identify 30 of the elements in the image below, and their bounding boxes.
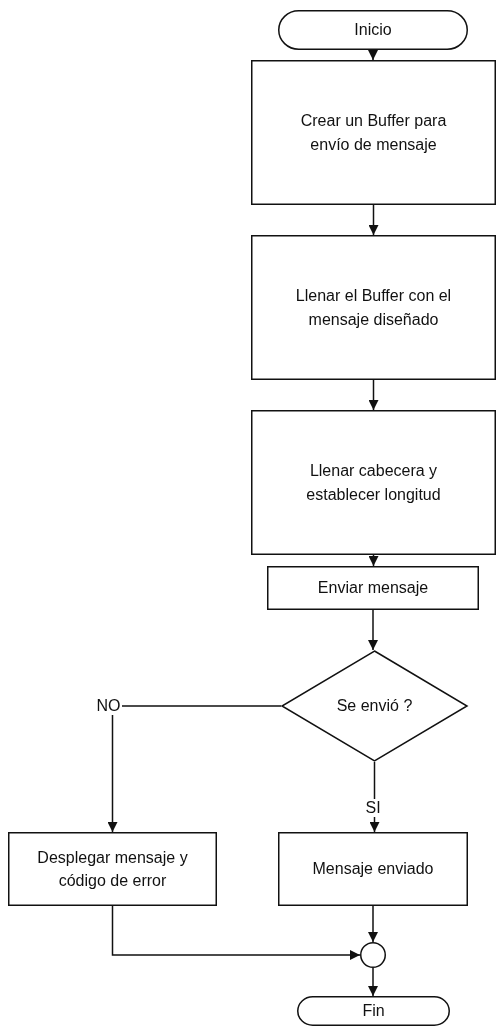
node-label: Llenar el Buffer con el mensaje diseñado xyxy=(294,286,453,330)
node-label: Se envió ? xyxy=(336,696,413,717)
process-box xyxy=(251,60,496,205)
arrow xyxy=(368,554,379,567)
edge-label: SI xyxy=(364,799,382,817)
node-label: Fin xyxy=(362,1001,385,1022)
node-label: Mensaje enviado xyxy=(312,859,434,880)
node-label: Crear un Buffer para envío de mensaje xyxy=(299,111,448,155)
terminal-shape xyxy=(297,996,450,1026)
process-box xyxy=(251,410,496,555)
node-label: Llenar cabecera y establecer longitud xyxy=(305,461,442,505)
process-box xyxy=(8,832,217,906)
arrow xyxy=(368,609,378,651)
edge-label: NO xyxy=(95,697,122,715)
arrow xyxy=(368,379,379,411)
arrow xyxy=(368,204,379,236)
arrow xyxy=(368,49,378,61)
node-label: Enviar mensaje xyxy=(317,578,429,599)
process-box xyxy=(267,566,479,610)
arrow xyxy=(107,705,282,833)
arrow xyxy=(111,905,361,960)
circle-connector xyxy=(360,942,386,968)
terminal-shape xyxy=(278,10,468,50)
decision-diamond xyxy=(281,650,468,762)
arrow xyxy=(368,905,378,943)
process-box xyxy=(278,832,468,906)
node-label: Desplegar mensaje y código de error xyxy=(36,847,189,891)
arrow xyxy=(368,967,378,997)
process-box xyxy=(251,235,496,380)
node-label: Inicio xyxy=(354,20,392,41)
